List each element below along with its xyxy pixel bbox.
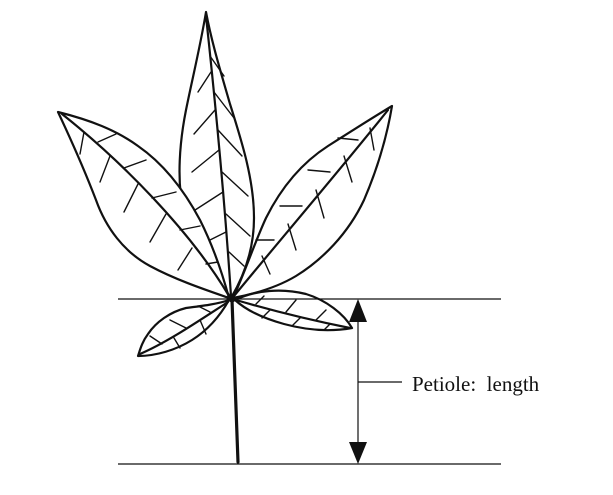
lower-right-leaflet bbox=[235, 291, 352, 330]
right-leaflet bbox=[233, 106, 392, 298]
arrowhead-up bbox=[349, 299, 367, 322]
petiole-length-label: Petiole: length bbox=[412, 374, 539, 395]
arrowhead-down bbox=[349, 442, 367, 464]
petiole bbox=[232, 300, 238, 462]
lower-left-leaflet bbox=[138, 300, 229, 356]
